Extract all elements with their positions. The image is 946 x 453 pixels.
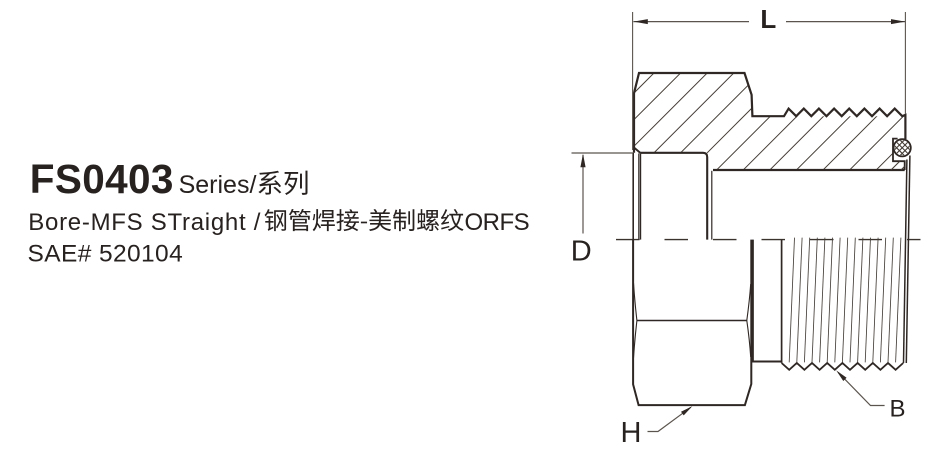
svg-text:D: D — [571, 235, 592, 267]
svg-text:B: B — [890, 395, 906, 422]
svg-text:Bore-MFS STraight /: Bore-MFS STraight / — [28, 209, 261, 236]
svg-text:ORFS: ORFS — [465, 209, 530, 236]
svg-text:SAE# 520104: SAE# 520104 — [28, 240, 184, 267]
svg-text:H: H — [621, 417, 642, 449]
svg-text:Series/: Series/ — [179, 171, 257, 199]
svg-text:L: L — [760, 4, 776, 34]
svg-text:FS0403: FS0403 — [30, 156, 174, 202]
